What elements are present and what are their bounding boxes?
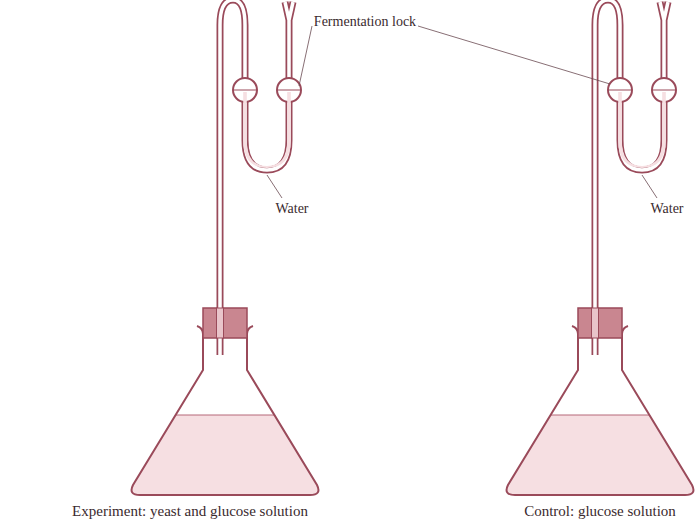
leader-line [299,26,312,86]
part-label: Water [650,201,683,217]
part-label: Water [275,201,308,217]
leader-line [642,175,657,198]
caption-label: Control: glucose solution [524,503,676,519]
leader-line [267,175,282,198]
caption-label: Experiment: yeast and glucose solution [72,503,308,519]
part-label: Fermentation lock [314,14,416,30]
leader-line [418,26,610,84]
